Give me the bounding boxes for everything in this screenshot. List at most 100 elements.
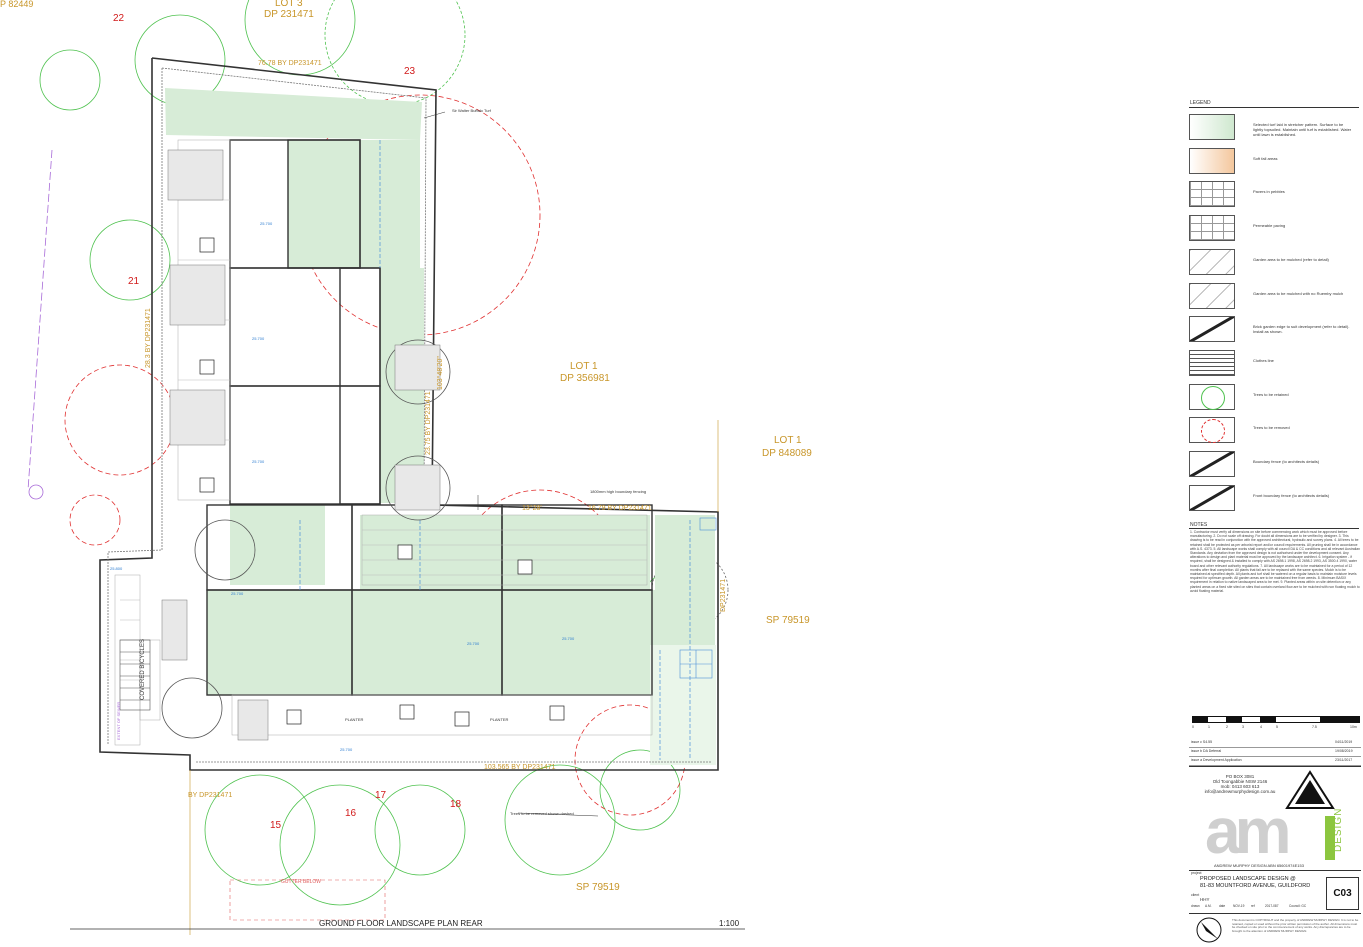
scale-tick-label: 4 [1260,725,1262,729]
legend-item: Brick garden edge to suit development (r… [1189,316,1359,343]
turf-annotation: Sir Walter Buffalo Turf [452,108,491,113]
scale-tick-label: 5 [1276,725,1278,729]
turf-swatch [1189,114,1235,140]
lot-label-top: LOT 3 [275,0,303,9]
planting-beds [161,149,441,741]
project-meta-cell: date [1219,904,1226,908]
titleblock-rule [1189,766,1361,767]
legend-item: Pavers in pebbles [1189,181,1359,208]
gutter-label: GUTTER BELOW [281,879,322,885]
address-line: info@andrewmurphydesign.com.au [1204,789,1276,794]
neighbour-number: 17 [375,790,387,801]
paver-swatch [1189,181,1235,208]
legend-item-label: Garden area to be mulched (refer to deta… [1253,256,1329,262]
notes-rule [1189,528,1359,529]
neighbour-number: 21 [128,276,140,287]
bicycle-label: COVERED BICYCLES [140,638,146,700]
scale-tick-label: 10m [1350,725,1357,729]
legend-item-label: Pavers in pebbles [1253,189,1285,195]
company-name: ANDREW MURPHY DESIGN ABN 65601974E153 [1214,863,1304,868]
legend-item-label: Garden area to be mulched with no Ruemby… [1253,290,1344,296]
revision-label: issue b DA Deferral [1191,749,1222,753]
client-value: HHY [1200,897,1210,902]
address-line: mob: 0413 603 613 [1220,784,1260,789]
revision-date: 23/11/2017 [1335,758,1353,762]
lot1b-label: LOT 1 [774,435,802,446]
tree-retained-swatch [1189,383,1235,410]
titleblock-rule [1189,870,1361,871]
legend-item: Trees to be removed [1189,417,1359,444]
revision-date: 19/08/2019 [1335,749,1353,753]
neighbour-number: 22 [113,13,125,24]
legend-item-label: Soft fall areas [1253,155,1278,161]
scale-bar [1192,716,1360,724]
address-line: Old Toongabbie NSW 2146 [1212,779,1268,784]
dp-label-top: DP 231471 [264,9,314,20]
legend-item-label: Permeable paving [1253,223,1286,229]
legend-item: Garden area to be mulched (refer to deta… [1189,248,1359,275]
lot-label-top-left: P 82449 [0,0,34,9]
legend-item-label: Trees to be retained [1253,391,1289,397]
legend-item-label: Brick garden edge to suit development (r… [1253,324,1350,335]
company-address: PO BOX 3081 Old Toongabbie NSW 2146 mob:… [1200,774,1280,794]
drawing-number: C03 [1333,888,1352,899]
project-line1: PROPOSED LANDSCAPE DESIGN @ [1200,876,1296,882]
address-line: PO BOX 3081 [1225,774,1255,779]
legend-item-label: Selected turf laid in stretcher pattern.… [1253,122,1352,137]
scale-tick-label: 1 [1208,725,1210,729]
outdoor-tables [199,237,565,727]
legend-item: Permeable paving [1189,215,1359,242]
planter-label: PLANTER [345,717,364,722]
softfall [650,645,716,765]
notes-heading: NOTES [1190,522,1208,528]
sewer-label: EXTENT OF SEWER [116,701,121,740]
legend-item-label: Front boundary fence (to architects deta… [1253,492,1330,498]
scale-tick-label: 0 [1192,725,1194,729]
boundary-bottom-b-label: BY DP231471 [188,792,233,799]
neighbour-number: 16 [345,808,357,819]
permeable-swatch [1189,215,1235,242]
company-logo: am DESIGN [1205,795,1345,867]
softfall-swatch [1189,147,1235,174]
project-meta-cell: ref [1251,904,1255,908]
legend-item: Selected turf laid in stretcher pattern.… [1189,114,1359,140]
legend-item: Clothes line [1189,349,1359,376]
revision-rule [1189,756,1361,757]
boundary-bottom-a-label: 103.565 BY DP231471 [484,764,556,771]
site-plan-drawing [27,0,745,935]
project-line2: 81-83 MOUNTFORD AVENUE, GUILDFORD [1200,883,1311,889]
boundary-right-upper-label: 103°48'20" [437,356,444,390]
legend-item-label: Clothes line [1253,357,1274,363]
existing-tree-right [651,551,729,629]
tree-retained-icon [1201,385,1225,410]
dp356981-label: DP 356981 [560,373,610,384]
revision-label: issue c S4.55 [1191,740,1213,744]
neighbour-number: 15 [270,820,282,831]
drawing-number-box: C03 [1326,877,1359,910]
sp-right-label: SP 79519 [766,615,810,626]
sp-bottom-label: SP 79519 [576,882,620,893]
project-label: project [1191,871,1202,875]
boundary-right-vertical-label: DP231471 [720,578,727,612]
logo-accent [1325,816,1335,860]
notes-body: 1. Contractor must verify all dimensions… [1190,530,1360,593]
neighbour-number: 18 [450,799,462,810]
revision-label: issue a Development Application [1191,758,1242,762]
legend-item-label: Trees to be removed [1253,425,1290,431]
clothesline-swatch [1189,349,1235,376]
logo-word: DESIGN [1333,807,1344,852]
legend-heading: LEGEND [1190,100,1211,106]
north-arrow-icon [1196,917,1222,943]
edge-swatch [1189,316,1235,343]
plan-title: GROUND FLOOR LANDSCAPE PLAN REAR [319,919,483,928]
spot-level: 25.700 [252,336,265,341]
trees-removed-annotation: Trees to be removed shown dashed [510,811,574,816]
garden-swatch [1189,248,1235,275]
legend-item: Boundary fence (to architects details) [1189,451,1359,477]
project-meta-cell: NOV-19 [1233,904,1245,908]
spot-level: 25.700 [467,641,480,646]
revision-rule [1189,747,1361,748]
boundary-right-lower-label: 23.75 BY DP231471 [425,391,432,455]
dp848089-label: DP 848089 [762,448,812,459]
